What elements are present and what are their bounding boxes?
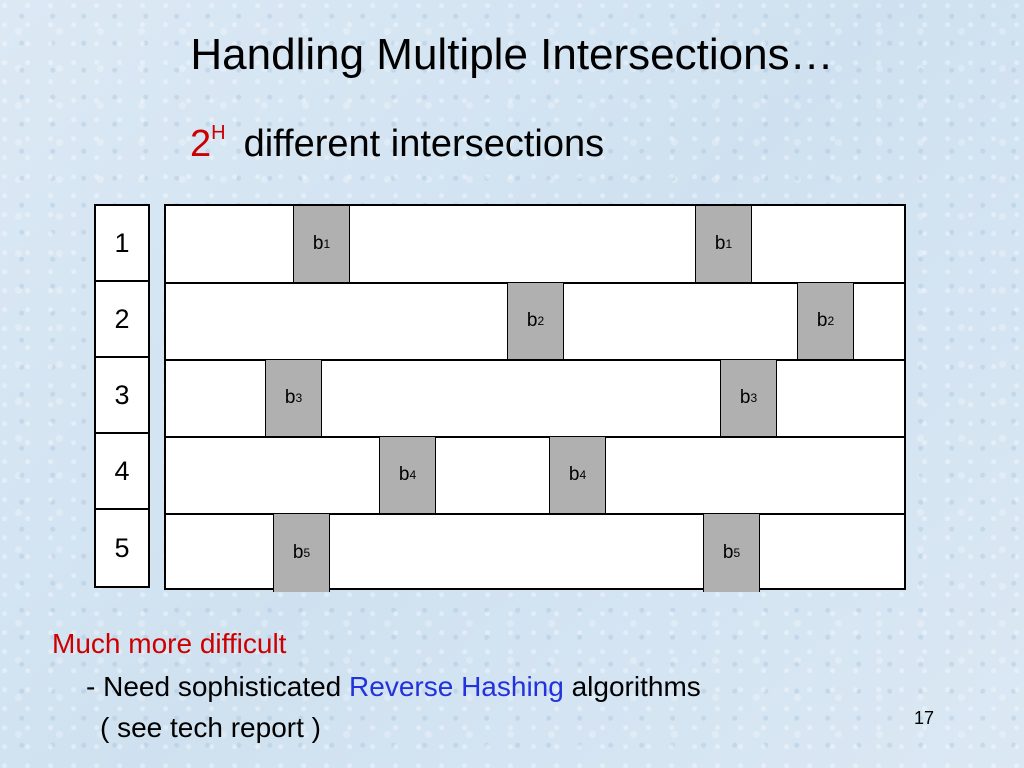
bucket-letter: b: [816, 310, 828, 331]
note-heading: Much more difficult: [52, 628, 287, 659]
page-number: 17: [914, 708, 935, 728]
bucket-letter: b: [568, 464, 580, 485]
bucket-index: 2: [827, 314, 835, 328]
note-line-2-prefix: - Need sophisticated: [86, 671, 350, 702]
bucket-letter: b: [714, 233, 726, 254]
bucket-letter: b: [312, 233, 324, 254]
bucket-index: 5: [733, 546, 741, 560]
subtitle-base: 2: [190, 123, 212, 165]
bucket-letter: b: [526, 310, 538, 331]
note-line-2-suffix: algorithms: [563, 671, 701, 702]
bucket-index: 1: [323, 237, 331, 251]
subtitle-text: different intersections: [243, 123, 605, 165]
bucket-letter: b: [398, 464, 410, 485]
row-index-1: 1: [96, 206, 148, 282]
row-index-4: 4: [96, 434, 148, 510]
bucket-letter: b: [739, 387, 751, 408]
row-index-2: 2: [96, 282, 148, 358]
bucket-letter: b: [284, 387, 296, 408]
row-index-3: 3: [96, 358, 148, 434]
row-index-column: 1 2 3 4 5: [94, 204, 150, 588]
bucket-letter: b: [722, 542, 734, 563]
subtitle-exponent: H: [211, 122, 226, 144]
bucket-index: 4: [409, 468, 417, 482]
reverse-hashing-highlight: Reverse Hashing: [349, 671, 564, 702]
bucket-index: 2: [537, 314, 545, 328]
row-index-5: 5: [114, 532, 130, 563]
bucket-index: 3: [750, 391, 758, 405]
slide-title: Handling Multiple Intersections…: [190, 30, 834, 79]
bucket-letter: b: [292, 542, 304, 563]
bucket-index: 3: [295, 391, 303, 405]
note-line-2: - Need sophisticated Reverse Hashing alg…: [86, 671, 701, 703]
bucket-index: 1: [725, 237, 733, 251]
note-line-3: ( see tech report ): [100, 712, 321, 743]
bucket-index: 5: [303, 546, 311, 560]
bucket-index: 4: [579, 468, 587, 482]
